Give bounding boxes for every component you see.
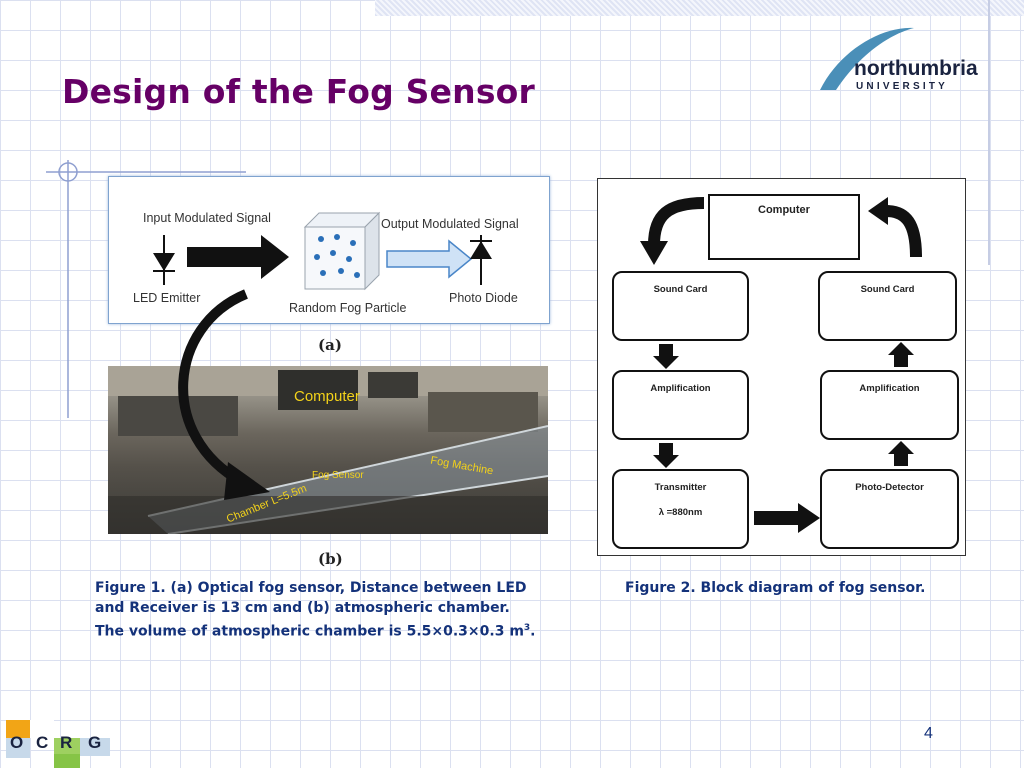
figure-1-caption-line: Figure 1. (a) Optical fog sensor, Distan… — [95, 580, 527, 596]
photo-fog-sensor-label: Fog Sensor — [312, 470, 364, 481]
fog-cube-icon — [303, 211, 381, 291]
logo-swoosh — [820, 27, 914, 90]
figure-1-caption: Figure 1. (a) Optical fog sensor, Distan… — [95, 578, 595, 642]
right-arrow-icon — [754, 503, 820, 533]
fog-particle-label: Random Fog Particle — [289, 301, 407, 315]
ocrg-logo: O C R G — [6, 720, 110, 768]
photo-detector-label: Photo-Detector — [855, 482, 924, 493]
down-arrow-icon — [653, 443, 679, 468]
computer-block: Computer — [708, 194, 860, 260]
computer-block-label: Computer — [758, 204, 810, 216]
ocrg-letter: R — [60, 733, 72, 752]
transmitter-label: Transmitter — [654, 482, 707, 493]
fog-sensor-schematic: Input Modulated Signal Output Modulated … — [108, 176, 550, 324]
transmitter-block: Transmitter λ =880nm — [612, 469, 749, 549]
computer-to-soundcard-arrow-icon — [640, 197, 705, 265]
input-signal-label: Input Modulated Signal — [143, 211, 271, 225]
block-diagram-arrows — [640, 197, 922, 533]
output-signal-label: Output Modulated Signal — [381, 217, 519, 231]
led-emitter-label: LED Emitter — [133, 291, 201, 305]
slide-title: Design of the Fog Sensor — [62, 72, 536, 111]
ocrg-letter: O — [10, 733, 23, 752]
logo-wordmark: northumbria — [854, 57, 978, 80]
figure-1a-label: (a) — [318, 336, 342, 354]
right-sound-card-block: Sound Card — [818, 271, 957, 341]
up-arrow-icon — [888, 342, 914, 367]
figure-1-caption-line: The volume of atmospheric chamber is 5.5… — [95, 618, 595, 642]
chamber-photo-graphics — [108, 366, 548, 534]
page-number: 4 — [924, 725, 933, 742]
figure-1b-label: (b) — [318, 550, 343, 568]
left-amplification-block: Amplification — [612, 370, 749, 440]
figure-2-caption: Figure 2. Block diagram of fog sensor. — [625, 580, 926, 596]
figure-2-block-diagram: Computer Sound Card Sound Card Amplifica… — [597, 178, 966, 556]
output-arrow-icon — [386, 239, 473, 279]
up-arrow-icon — [888, 441, 914, 466]
right-decorative-line — [988, 0, 990, 265]
input-arrow-icon — [187, 235, 289, 279]
ocrg-letter: C — [36, 733, 48, 752]
figure-1-caption-superscript: 3 — [523, 623, 531, 633]
figure-1: Input Modulated Signal Output Modulated … — [108, 176, 550, 568]
logo-subtitle: UNIVERSITY — [856, 81, 948, 92]
photo-computer-label: Computer — [294, 388, 360, 405]
led-emitter-icon — [153, 235, 175, 285]
right-amplification-block: Amplification — [820, 370, 959, 440]
crosshair-decoration — [46, 160, 246, 418]
photo-detector-block: Photo-Detector — [820, 469, 959, 549]
left-sound-card-label: Sound Card — [653, 284, 708, 295]
figure-1-caption-text: The volume of atmospheric chamber is 5.5… — [95, 623, 524, 640]
schematic-graphics — [153, 211, 492, 291]
curved-arrow-icon — [178, 289, 270, 500]
photo-diode-icon — [470, 235, 492, 285]
figure-1-caption-period: . — [530, 623, 536, 640]
down-arrow-icon — [653, 344, 679, 369]
ocrg-letter: G — [88, 733, 101, 752]
right-amplification-label: Amplification — [859, 383, 920, 394]
figure-1-caption-line: and Receiver is 13 cm and (b) atmospheri… — [95, 600, 510, 616]
wavelength-label: λ =880nm — [658, 507, 703, 518]
northumbria-logo: northumbria UNIVERSITY — [820, 27, 978, 92]
top-decorative-band — [375, 0, 1024, 16]
photo-diode-label: Photo Diode — [449, 291, 518, 305]
left-amplification-label: Amplification — [650, 383, 711, 394]
right-sound-card-label: Sound Card — [860, 284, 915, 295]
soundcard-to-computer-arrow-icon — [868, 197, 922, 258]
left-sound-card-block: Sound Card — [612, 271, 749, 341]
